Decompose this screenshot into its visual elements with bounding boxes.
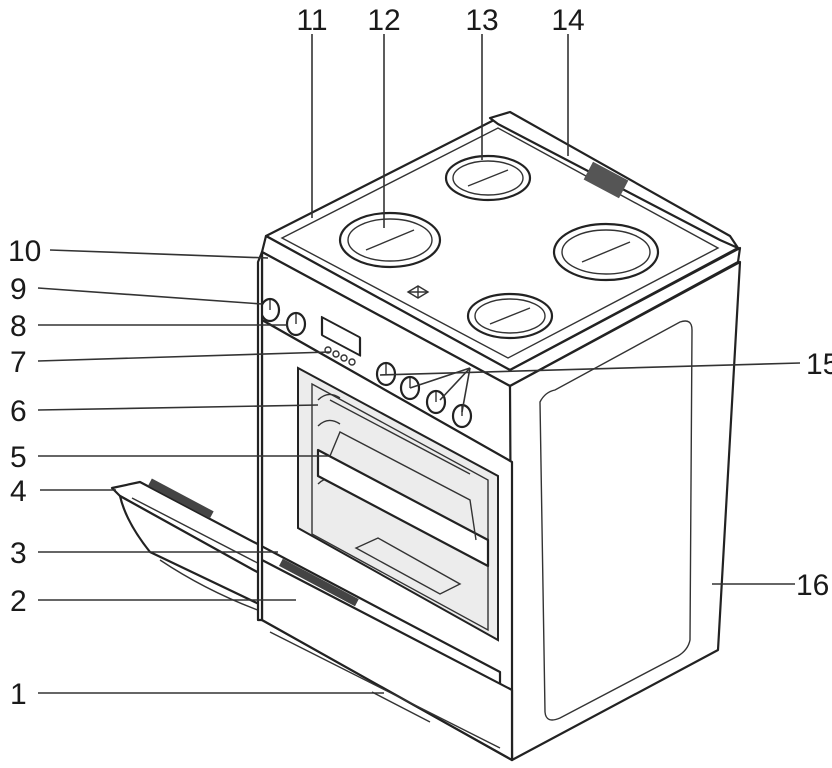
callout-16: 16 — [796, 569, 829, 602]
vent-grille — [583, 161, 629, 199]
callout-14: 14 — [551, 4, 584, 37]
callout-2: 2 — [10, 585, 27, 618]
door-vent-upper — [148, 478, 214, 519]
oven-cavity — [297, 366, 499, 642]
callout-4: 4 — [10, 475, 27, 508]
door-vent-lower — [279, 558, 359, 607]
callout-labels: 11 12 13 14 10 9 8 7 6 5 4 3 2 1 15 16 — [8, 4, 832, 711]
surface-indicator-icon — [406, 285, 430, 299]
hotplate-rear-right — [552, 222, 660, 282]
callout-8: 8 — [10, 310, 27, 343]
callout-15: 15 — [806, 348, 832, 381]
callout-7: 7 — [10, 346, 27, 379]
callout-9: 9 — [10, 273, 27, 306]
callout-3: 3 — [10, 537, 27, 570]
callout-12: 12 — [367, 4, 400, 37]
storage-drawer — [260, 558, 514, 762]
control-knob-2 — [285, 311, 307, 337]
control-knob-1 — [259, 297, 281, 323]
callout-13: 13 — [465, 4, 498, 37]
hotplate-front-right — [466, 292, 554, 340]
baking-tray — [354, 537, 462, 595]
timer-display — [320, 315, 362, 357]
control-knob-5 — [425, 389, 447, 415]
side-panel — [508, 260, 742, 762]
callout-6: 6 — [10, 395, 27, 428]
callout-5: 5 — [10, 441, 27, 474]
function-buttons — [324, 346, 356, 366]
callout-10: 10 — [8, 235, 41, 268]
leader-lines — [37, 34, 801, 694]
left-edge — [256, 250, 264, 622]
hotplate-rear-left — [444, 154, 532, 202]
oven-rack — [316, 448, 490, 568]
callout-11: 11 — [296, 4, 327, 37]
callout-1: 1 — [10, 678, 27, 711]
hotplate-front-left — [338, 211, 442, 269]
